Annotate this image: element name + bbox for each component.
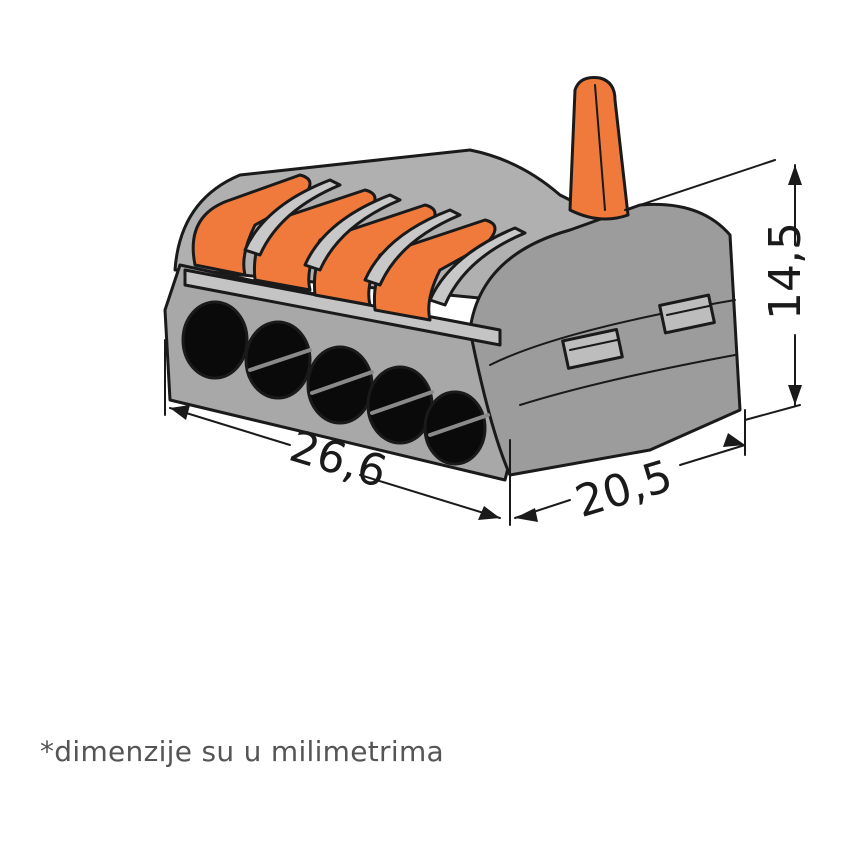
raised-orange-lever — [568, 76, 630, 221]
footnote: *dimenzije su u milimetrima — [40, 735, 444, 768]
orange-levers — [191, 173, 497, 322]
dimension-arrows — [170, 165, 802, 522]
dimension-height-label: 14,5 — [760, 222, 811, 320]
test-slot-icon — [561, 327, 624, 370]
test-slot-icon — [658, 293, 716, 335]
